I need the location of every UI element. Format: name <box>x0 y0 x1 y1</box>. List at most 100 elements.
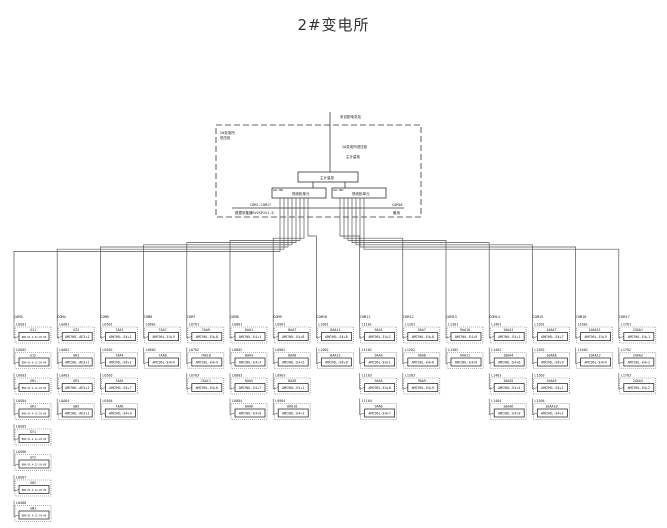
meter-frame <box>273 352 311 369</box>
meter-name: 7AA4 <box>115 354 123 358</box>
meter-name: 10AA4 <box>503 354 513 358</box>
loop-label: L1404 <box>491 399 501 403</box>
loop-label: L1503 <box>534 374 544 378</box>
meter-name: 7AA11 <box>201 379 211 383</box>
branch-line <box>229 347 236 364</box>
loop-label: L0504 <box>102 399 112 403</box>
meter-model: AMC96L-E4+8 <box>325 335 347 339</box>
meter-frame <box>446 326 484 344</box>
feeder-line <box>339 198 360 322</box>
meter-model: AMC96L-E4+1 <box>541 386 563 390</box>
meter-name: 8AA4 <box>245 354 253 358</box>
loop-label: L0G01 <box>16 323 26 327</box>
meter-name: 8AA7 <box>288 328 296 332</box>
meter-frame <box>187 326 225 344</box>
meter-frame <box>187 352 225 369</box>
meter-frame <box>489 377 527 395</box>
meter-model: BMA-01-4-12-20-H9 <box>22 362 47 365</box>
meter-model: BMA-01-4-12-20-H9 <box>22 336 47 339</box>
meter-frame <box>533 377 570 395</box>
meter-name: GY2 <box>30 456 36 460</box>
branch-line <box>229 373 236 390</box>
branch-line <box>13 322 20 339</box>
meter-frame <box>489 352 527 369</box>
meter-frame <box>576 326 613 344</box>
loop-label: L0902 <box>275 348 285 352</box>
meter-name: GZ2 <box>73 328 79 332</box>
branch-line <box>229 322 236 339</box>
meter-model: AMC96L-E4+6 <box>368 386 390 390</box>
feeder-line <box>100 198 289 322</box>
meter-model: BMA-01-4-12-20-H9 <box>22 515 47 518</box>
meter-model: AMC96L-E4+8 <box>196 335 218 339</box>
meter-frame <box>14 505 52 522</box>
loop-label: L0501 <box>102 323 112 327</box>
loop-label: L0G07 <box>16 476 26 480</box>
branch-line <box>316 322 322 339</box>
loop-label: L1201 <box>405 323 415 327</box>
meter-model: AMC96L-E4+1 <box>368 335 390 339</box>
meter-model: AMC96L-E4+8 <box>282 335 304 339</box>
feeder-line <box>347 198 447 322</box>
loop-label: L0602 <box>146 348 156 352</box>
meter-name: 10AA8 <box>546 354 556 358</box>
meter-name: 9AA4 <box>375 354 383 358</box>
feeder-column: COM11L11019AA1AMC96L-E4+1L11029AA4AMC96L… <box>339 198 397 420</box>
loop-label: L1703 <box>621 374 631 378</box>
meter-model: AMC96L-E4+8 <box>412 335 434 339</box>
meter-frame <box>57 377 95 395</box>
meter-model: AMC96L-E4+9 <box>152 361 174 365</box>
meter-model: AMC96L-E4+9 <box>412 386 434 390</box>
meter-name: 9AA8 <box>418 354 426 358</box>
loop-label: L0804 <box>232 399 242 403</box>
meter-name: GR2 <box>73 379 79 383</box>
meter-model: AMC96L-E4+6 <box>498 361 520 365</box>
loop-label: L0904 <box>275 399 285 403</box>
feeder-column: COM10L10018AA11AMC96L-E4+8L10028AA12AMC9… <box>307 198 354 369</box>
com-label: COM7 <box>187 315 196 319</box>
meter-name: GR2 <box>73 354 79 358</box>
meter-model: AMC96L-E4+1 <box>541 412 563 416</box>
branch-line <box>488 322 495 339</box>
branch-line <box>445 347 452 364</box>
meter-frame <box>403 326 441 344</box>
branch-line <box>186 322 192 339</box>
right-panel-label: 馈线柜单元 <box>352 191 370 196</box>
meter-name: GW2 <box>73 405 79 409</box>
meter-name: GW1 <box>30 507 36 511</box>
branch-line <box>488 398 495 415</box>
meter-name: GR2 <box>30 481 36 485</box>
main-panel <box>297 171 359 183</box>
bus-left-note: 数据采集器RVVSP2X1.0 <box>235 210 274 215</box>
feeder-column: COM16L160110AA11AMC96L-E4+9L160210AA12AM… <box>359 198 613 369</box>
meter-model: AMC96L-E4+8 <box>325 361 347 365</box>
feeder-line <box>272 198 305 322</box>
meter-name: 10AA7 <box>546 328 556 332</box>
feeder-line <box>343 198 404 322</box>
meter-model: AMC96L-AE3+1 <box>65 361 90 365</box>
feeder-column: COM7L07017AA9AMC96L-E4+8L07027AA10AMC96L… <box>186 198 297 395</box>
meter-frame <box>533 326 570 344</box>
meter-frame <box>101 403 138 420</box>
meter-frame <box>57 352 95 369</box>
feeder-column: COM15L150110AA7AMC96L-E4+7L150210AA8AMC9… <box>355 198 570 420</box>
branch-line <box>359 347 365 364</box>
feeder-column: COM8L08018AA1AMC96L-E4+1L08028AA4AMC96L-… <box>229 198 301 420</box>
feeder-line <box>13 198 281 322</box>
meter-name: 2GAA3 <box>633 379 643 383</box>
feeder-line <box>351 198 490 322</box>
meter-name: 8AA12 <box>330 354 340 358</box>
meter-frame <box>360 377 397 395</box>
meter-frame <box>230 326 268 344</box>
meter-name: 10AA10 <box>545 405 557 409</box>
branch-line <box>13 500 20 517</box>
